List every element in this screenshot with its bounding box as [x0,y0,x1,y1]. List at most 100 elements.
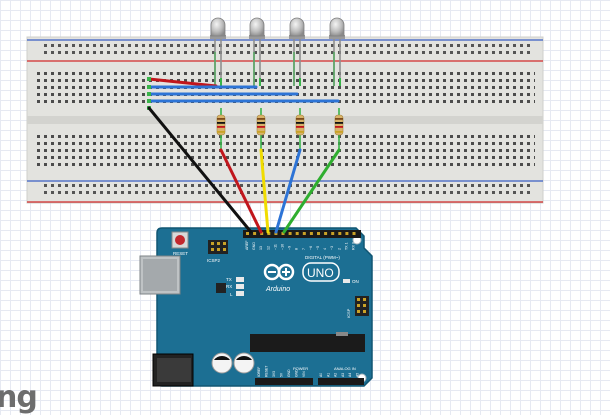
led-group[interactable] [210,17,345,86]
icsp2-label: ICSP2 [207,258,221,263]
breadboard[interactable] [26,36,544,204]
rx-label: RX [226,284,232,289]
power-pin-label: RESET [265,366,269,377]
resistor-band [217,126,225,128]
analog-pin-label: A0 [319,373,323,377]
pin-label: ~9 [288,246,292,250]
pin [211,248,214,251]
pin [363,304,366,307]
analog-header [318,378,364,385]
wire-green[interactable] [282,148,341,234]
header-pin [338,232,342,235]
wire-red[interactable] [219,148,263,234]
pin [211,242,214,245]
uno-badge [302,262,340,282]
led-bulb [289,17,305,37]
pin [363,310,366,313]
pin [357,304,360,307]
led-rim [289,35,305,39]
header-pin [253,232,257,235]
resistor-body [295,114,305,136]
led-1[interactable] [210,17,226,86]
pin-label: 8 [295,248,299,250]
resistor-band [257,126,265,128]
pin [363,298,366,301]
header-pin [274,232,278,235]
icsp-label: ICSP [346,308,351,318]
header-pin [267,232,271,235]
logo-infinity-right [277,263,295,281]
reset-button-cap[interactable] [175,235,185,245]
center-channel [27,116,543,124]
capacitor-1-mark [214,356,230,360]
led-bulb [329,17,345,37]
header-pin [302,232,306,235]
wire-black-gnd[interactable] [147,106,253,234]
pin-label: ~3 [330,246,334,250]
led-3[interactable] [289,17,305,86]
led-bulb [249,17,265,37]
hole-highlight [147,99,151,103]
led-2[interactable] [249,17,265,86]
pin-label: AREF [245,240,249,250]
signal-wires[interactable] [147,106,341,234]
resistor[interactable] [256,108,266,150]
uno-text: UNO [307,266,334,280]
led-rim [249,35,265,39]
header-pin [260,232,264,235]
header-pin [345,232,349,235]
resistor-band [296,122,304,124]
resistor-band [217,131,225,133]
led-bulb [210,17,226,37]
header-pin [309,232,313,235]
resistor[interactable] [295,108,305,150]
resistor-band [257,131,265,133]
led-4[interactable] [329,17,345,86]
power-header [255,378,313,385]
header-pin [295,232,299,235]
pin [357,298,360,301]
resistor[interactable] [334,108,344,150]
resistor-body [334,114,344,136]
jumper-red[interactable] [147,77,218,88]
reset-label: RESET [173,251,188,256]
wire-yellow[interactable] [259,148,270,234]
on-label: ON [352,279,359,284]
hole-highlight [147,85,151,89]
wire-blue[interactable] [274,148,302,234]
watermark: ng [0,380,38,415]
resistor-band [296,131,304,133]
hole-highlight [147,92,151,96]
pin [217,248,220,251]
resistor-band [335,118,343,120]
jumper-wires[interactable] [147,77,340,110]
pin-label: GND [252,242,256,250]
logo-minus [268,271,276,273]
pin-label: ~10 [281,244,285,250]
power-pin-label: IOREF [257,367,261,377]
header-pin [246,232,249,235]
resistor-group[interactable] [216,108,344,150]
resistor-body [216,114,226,136]
l-led [236,291,244,296]
pin-label: TX 1 [344,242,348,250]
pin-label: 4 [323,248,327,250]
pin-label: ~11 [273,244,277,250]
header-pin [281,232,285,235]
power-pin-label: GND [287,369,291,377]
resistor-band [335,126,343,128]
pin-label: ~5 [316,246,320,250]
arduino-text: Arduino [265,286,290,293]
pin-label: ~6 [309,246,313,250]
pin-label: RX 0 [352,242,356,250]
header-pin [317,232,320,235]
header-pin [288,232,292,235]
atmega-chip [250,334,365,352]
pin-label: 13 [259,246,263,250]
pin-label: 12 [266,246,270,250]
resistor-band [217,118,225,120]
analog-pin-label: A1 [326,373,330,377]
resistor[interactable] [216,108,226,150]
